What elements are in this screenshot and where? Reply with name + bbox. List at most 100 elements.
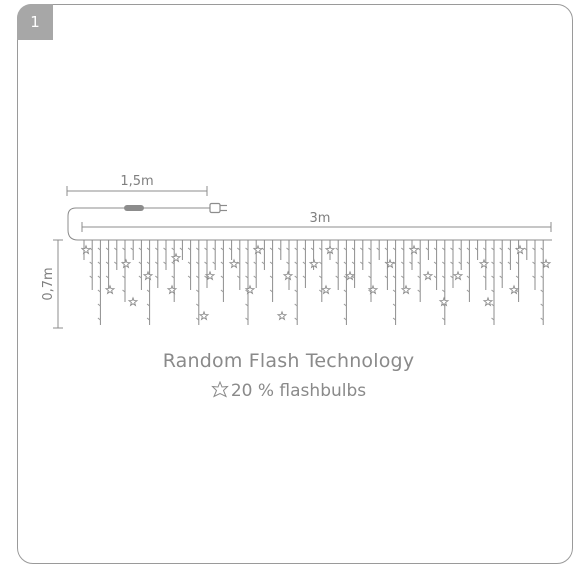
bulb-tick	[466, 261, 470, 265]
bulb-tick	[318, 247, 323, 251]
bulb-tick	[195, 289, 200, 293]
bulb-tick	[343, 247, 347, 251]
bulb-tick	[417, 289, 421, 293]
bulb-tick	[343, 261, 347, 265]
bulb-tick	[236, 275, 241, 279]
flash-bulb-star-icon	[367, 284, 379, 295]
bulb-tick	[491, 275, 495, 279]
bulb-tick	[515, 261, 519, 265]
bulb-tick	[499, 275, 503, 279]
flash-bulb-star-icon	[540, 258, 552, 269]
flash-bulb-star-icon	[324, 244, 336, 255]
curtain-width-dimension	[81, 222, 552, 232]
bulb-tick	[400, 247, 405, 251]
bulb-tick	[195, 261, 200, 265]
plug-icon	[209, 202, 227, 214]
bulb-tick	[105, 247, 109, 251]
bulb-tick	[507, 261, 511, 265]
bulb-tick	[458, 247, 462, 251]
bulb-tick	[310, 247, 314, 251]
bulb-tick	[195, 275, 200, 279]
bulb-tick	[491, 261, 495, 265]
bulb-tick	[195, 317, 200, 321]
bulb-tick	[499, 247, 503, 251]
bulb-tick	[245, 261, 249, 265]
bulb-tick	[294, 317, 298, 321]
flash-bulb-star-icon	[170, 252, 182, 263]
bulb-tick	[351, 261, 355, 265]
bulb-tick	[212, 247, 216, 251]
flash-bulb-star-icon	[120, 258, 132, 269]
bulb-tick	[515, 275, 519, 279]
panel-number-badge: 1	[17, 4, 53, 40]
bulb-tick	[105, 261, 109, 265]
bulb-tick	[97, 317, 101, 321]
bulb-tick	[343, 303, 347, 307]
bulb-tick	[318, 275, 323, 279]
bulb-tick	[441, 289, 446, 293]
bulb-tick	[179, 247, 183, 251]
bulb-tick	[220, 275, 224, 279]
flash-bulb-star-icon	[127, 296, 139, 307]
bulb-tick	[97, 261, 101, 265]
bulb-tick	[138, 275, 142, 279]
supply-cable	[67, 207, 210, 241]
flash-bulb-star-icon	[514, 244, 526, 255]
flash-bulb-star-icon	[198, 310, 210, 321]
bulb-tick	[146, 247, 150, 251]
drop-height-label: 0,7m	[41, 267, 56, 300]
bulb-tick	[466, 275, 470, 279]
bulb-tick	[220, 261, 224, 265]
flash-bulb-star-icon	[244, 284, 256, 295]
bulb-tick	[261, 261, 265, 265]
flash-bulb-star-icon	[384, 258, 396, 269]
bulb-tick	[154, 275, 159, 279]
bulb-tick	[269, 275, 273, 279]
bulb-tick	[146, 317, 150, 321]
bulb-tick	[138, 247, 142, 251]
bulb-tick	[269, 247, 273, 251]
bulb-tick	[491, 247, 495, 251]
bulb-tick	[146, 303, 150, 307]
diagram-panel	[17, 4, 573, 564]
bulb-tick	[540, 317, 544, 321]
bulb-tick	[507, 247, 511, 251]
bulb-tick	[277, 247, 282, 251]
bulb-tick	[482, 275, 487, 279]
bulb-tick	[171, 247, 175, 251]
bulb-tick	[286, 247, 290, 251]
flash-bulb-star-icon	[320, 284, 332, 295]
bulb-tick	[228, 247, 232, 251]
flash-bulb-label: 20 % flashbulbs	[230, 381, 367, 401]
bulb-tick	[204, 275, 208, 279]
bulb-tick	[450, 261, 454, 265]
bulb-tick	[540, 275, 544, 279]
bulb-tick	[122, 289, 126, 293]
bulb-tick	[540, 303, 544, 307]
bulb-tick	[351, 247, 355, 251]
flash-bulb-star-icon	[80, 244, 92, 255]
bulb-tick	[335, 247, 339, 251]
bulb-tick	[294, 247, 298, 251]
bulb-tick	[482, 247, 487, 251]
bulb-tick	[302, 247, 306, 251]
bulb-tick	[425, 247, 429, 251]
bulb-tick	[187, 261, 191, 265]
bulb-tick	[220, 289, 224, 293]
caption-subtitle: 20 % flashbulbs	[0, 381, 577, 401]
bulb-tick	[97, 247, 101, 251]
bulb-tick	[400, 261, 405, 265]
flash-bulb-star-icon	[422, 270, 434, 281]
cable-dimension	[66, 186, 208, 196]
bulb-tick	[245, 317, 249, 321]
curtain-width-label: 3m	[310, 211, 331, 226]
bulb-tick	[466, 247, 470, 251]
bulb-tick	[458, 261, 462, 265]
bulb-tick	[294, 289, 298, 293]
bulb-tick	[417, 261, 421, 265]
bulb-tick	[89, 261, 93, 265]
bulb-tick	[532, 275, 536, 279]
controller-box	[124, 205, 144, 211]
bulb-tick	[392, 247, 396, 251]
bulb-tick	[392, 289, 396, 293]
